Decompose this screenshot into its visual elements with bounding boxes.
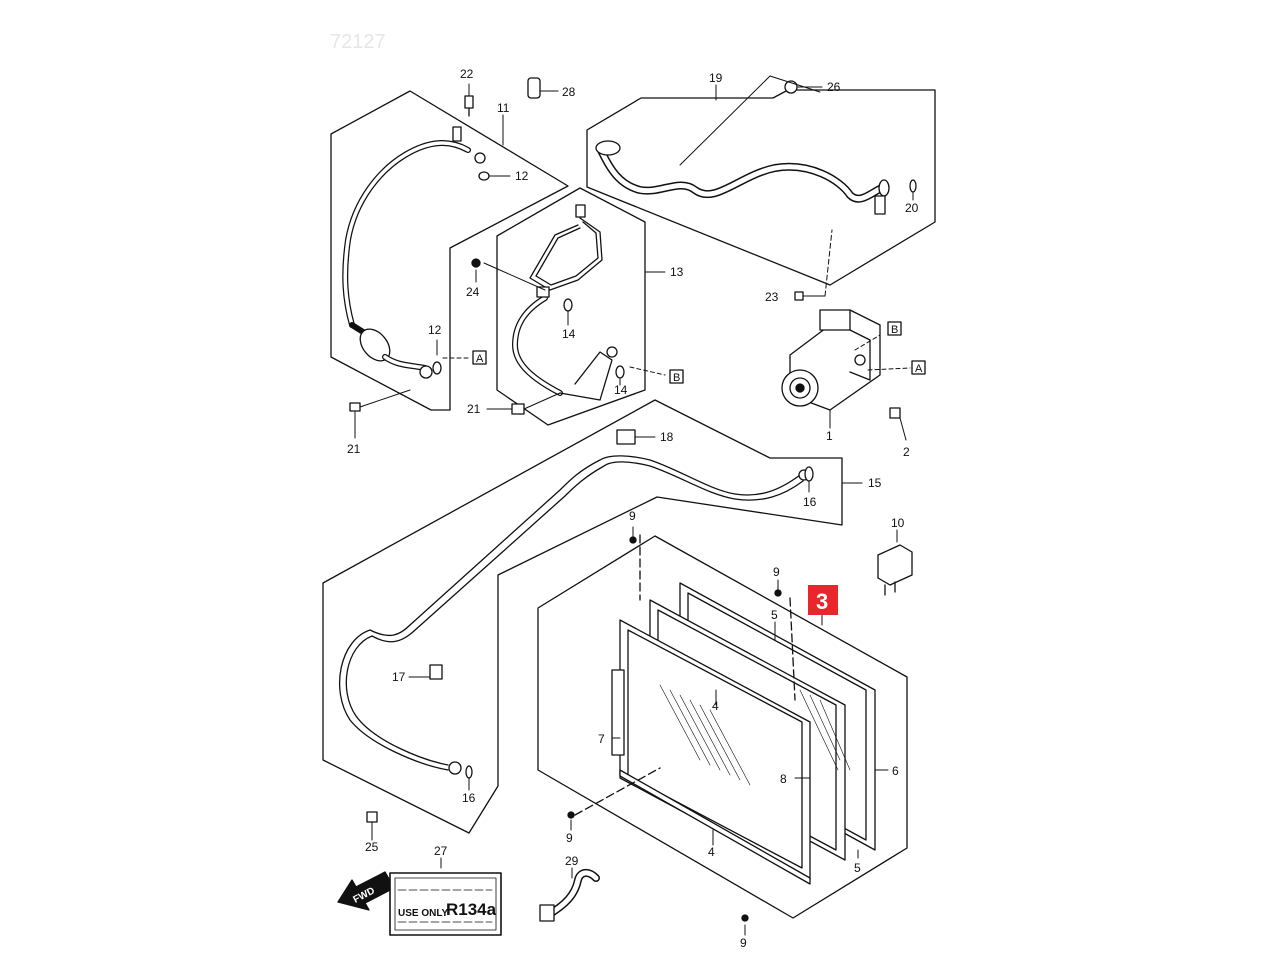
compressor-1: [781, 309, 881, 411]
group-13-frame: [496, 187, 646, 426]
group-11-frame: [330, 90, 569, 411]
group-3-frame: [537, 535, 908, 919]
callout-4-upper: 4: [712, 699, 719, 713]
callout-1: 1: [826, 429, 833, 443]
svg-text:B: B: [673, 372, 680, 384]
svg-text:USE ONLY: USE ONLY: [398, 908, 449, 919]
callout-15: 15: [868, 476, 882, 490]
callout-12-top: 12: [515, 169, 529, 183]
callout-12-left: 12: [428, 323, 442, 337]
hose-11: [342, 126, 486, 379]
callout-23: 23: [765, 290, 779, 304]
callout-21-left: 21: [347, 442, 361, 456]
ref-box-b-left: B: [669, 369, 684, 384]
callout-26: 26: [827, 80, 841, 94]
callout-14-lower: 14: [614, 383, 628, 397]
fasteners: [349, 77, 901, 922]
callout-8: 8: [780, 772, 787, 786]
callout-2: 2: [903, 445, 910, 459]
leader-lines: [354, 75, 914, 936]
callout-9-mid: 9: [773, 565, 780, 579]
pipe-13: [512, 204, 618, 401]
svg-text:R134a: R134a: [446, 900, 497, 919]
callout-13: 13: [670, 265, 684, 279]
callout-25: 25: [365, 840, 379, 854]
callout-16-right: 16: [803, 495, 817, 509]
callout-7: 7: [598, 732, 605, 746]
svg-text:B: B: [891, 324, 898, 336]
ref-box-b-right: B: [887, 321, 902, 336]
callout-29: 29: [565, 854, 579, 868]
svg-text:A: A: [476, 353, 484, 365]
callout-5-bottom: 5: [854, 861, 861, 875]
fwd-arrow-icon: FWD: [337, 871, 395, 911]
callout-17: 17: [392, 670, 406, 684]
callout-18: 18: [660, 430, 674, 444]
ref-box-a-right: A: [911, 360, 926, 375]
hose-29: [539, 869, 600, 922]
relay-10: [877, 544, 913, 596]
callout-10: 10: [891, 516, 905, 530]
highlight-badge-3: 3: [808, 585, 838, 615]
callout-27: 27: [434, 844, 448, 858]
callout-14-upper: 14: [562, 327, 576, 341]
callout-5-top: 5: [771, 608, 778, 622]
refrigerant-label-27: USE ONLY R134a: [389, 872, 502, 936]
callout-6: 6: [892, 764, 899, 778]
callout-16-left: 16: [462, 791, 476, 805]
callout-22: 22: [460, 67, 474, 81]
svg-text:3: 3: [816, 589, 828, 614]
callout-9-left: 9: [566, 831, 573, 845]
watermark-text: 72127: [330, 31, 386, 53]
callout-20: 20: [905, 201, 919, 215]
callout-4-lower: 4: [708, 845, 715, 859]
callout-19: 19: [709, 71, 723, 85]
ref-box-a-left: A: [472, 350, 487, 365]
pipe-15: [338, 429, 810, 779]
group-15-frame: [322, 399, 843, 834]
callout-21-mid: 21: [467, 402, 481, 416]
callout-labels: 22 28 11 12 19 26 20 13 24 14 12 14 21 2…: [347, 67, 919, 950]
callout-24: 24: [466, 285, 480, 299]
callout-9-top: 9: [629, 509, 636, 523]
callout-11: 11: [497, 101, 510, 115]
callout-9-bottom: 9: [740, 936, 747, 950]
callout-28: 28: [562, 85, 576, 99]
hose-19: [595, 140, 917, 215]
condenser-assembly: [574, 534, 876, 885]
svg-text:A: A: [915, 363, 923, 375]
group-19-frame: [586, 89, 936, 286]
